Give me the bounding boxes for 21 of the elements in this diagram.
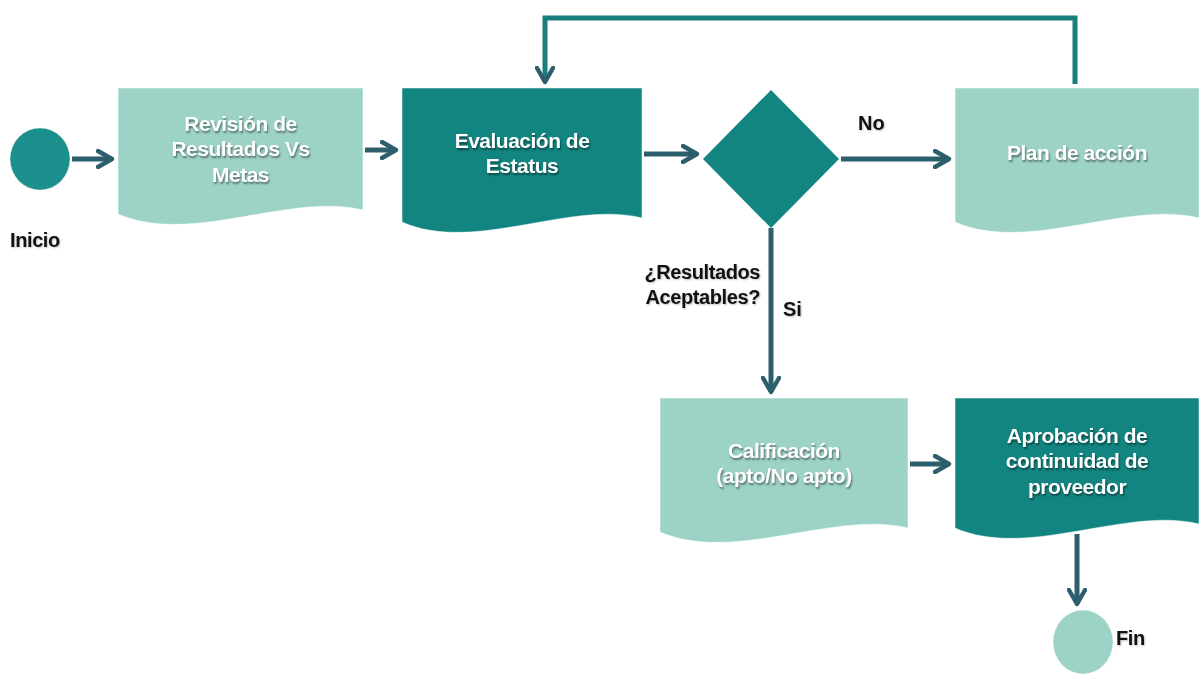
node-caption: Fin: [1116, 626, 1146, 651]
decision-diamond: [703, 90, 839, 228]
edge-label: No: [858, 112, 885, 135]
node-text: Plan de acción: [1006, 140, 1148, 166]
terminal-circle: [1053, 610, 1113, 674]
terminal-circle: [10, 128, 70, 190]
arrow: [760, 228, 782, 395]
node-text: Aprobación de continuidad de proveedor: [1004, 423, 1150, 499]
node-text: Calificación (apto/No apto): [715, 437, 853, 489]
arrow: [72, 148, 115, 170]
arrow: [910, 453, 952, 475]
arrow: [1066, 534, 1088, 607]
edge-label: Si: [783, 298, 802, 321]
arrow: [365, 139, 399, 161]
node-text: Revisión de Resultados Vs Metas: [170, 111, 311, 187]
arrow: [841, 148, 952, 170]
node-caption: Inicio: [10, 228, 61, 253]
arrow: [644, 143, 700, 165]
node-text: Evaluación de Estatus: [453, 127, 591, 179]
node-caption: ¿Resultados Aceptables?: [643, 260, 760, 310]
arrow: [534, 15, 1078, 85]
